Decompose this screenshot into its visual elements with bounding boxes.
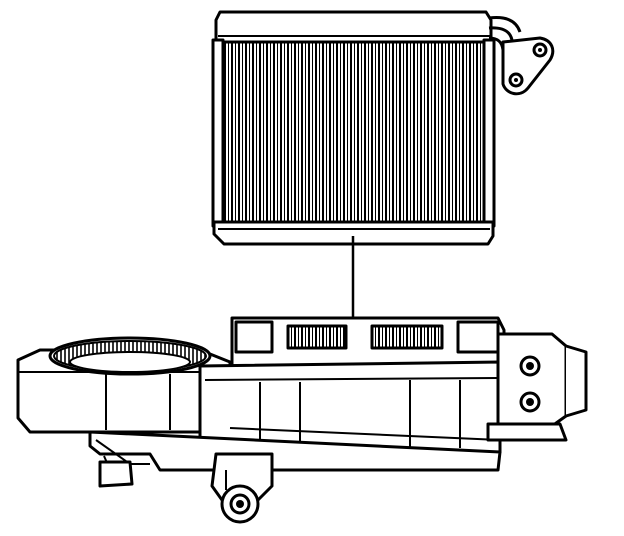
housing-slot-left (286, 324, 348, 350)
evaporator-tube-bracket (488, 16, 555, 96)
core-bottom-tank (212, 220, 495, 246)
housing-top-tab-right (456, 320, 500, 354)
core-fin-matrix (214, 40, 493, 224)
housing-slot-right (370, 324, 444, 350)
core-side-plate-right (482, 38, 496, 228)
housing-top-tab-left (234, 320, 274, 354)
evaporator-core (211, 10, 496, 246)
hvac-module-housing (16, 316, 588, 524)
housing-lower-skirt (88, 430, 502, 472)
housing-drain-tab (98, 460, 134, 488)
core-top-tank (214, 10, 493, 44)
core-side-plate-left (211, 38, 225, 228)
